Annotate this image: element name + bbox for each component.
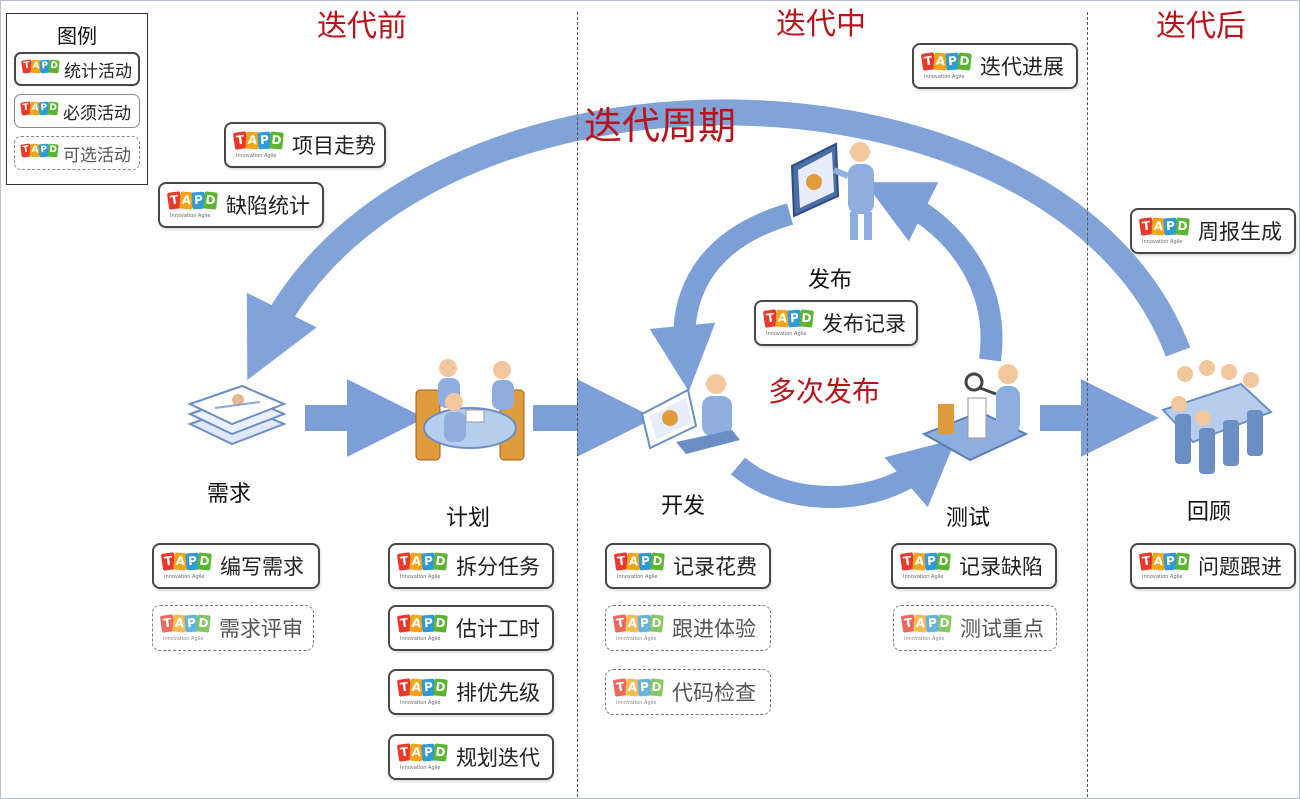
stage-test: 测试 [946, 506, 991, 531]
test-to-release-arrow [864, 182, 1003, 362]
legend-label: 统计活动 [64, 61, 132, 82]
retrospective-meeting-icon [1161, 360, 1273, 474]
stage-develop: 开发 [661, 494, 706, 519]
stage-requirements: 需求 [207, 482, 252, 507]
activity-label: 缺陷统计 [226, 194, 310, 218]
legend-label: 必须活动 [63, 103, 131, 124]
phase-before-title: 迭代前 [317, 9, 407, 44]
activity-label: 记录缺陷 [959, 555, 1043, 579]
activity-label: 发布记录 [822, 312, 906, 336]
developer-at-computer-icon [640, 374, 740, 454]
tester-with-magnifier-icon [921, 364, 1029, 462]
divider-right [1087, 12, 1088, 797]
stage-review: 回顾 [1187, 500, 1232, 525]
planning-meeting-icon [415, 359, 525, 461]
presenter-release-icon [790, 142, 874, 240]
release-to-develop-arrow [649, 203, 794, 392]
activity-label: 排优先级 [456, 681, 540, 705]
develop-to-test-arrow [730, 439, 956, 509]
activity-label: 跟进体验 [672, 617, 756, 641]
legend-label: 可选活动 [63, 145, 131, 166]
iteration-arc-arrow [246, 99, 1191, 380]
activity-label: 编写需求 [220, 555, 304, 579]
activity-label: 代码检查 [672, 681, 756, 705]
activity-label: 需求评审 [219, 617, 303, 641]
stage-plan: 计划 [446, 506, 491, 531]
divider-left [577, 12, 578, 797]
activity-label: 项目走势 [292, 134, 376, 158]
legend-title: 图例 [57, 24, 97, 48]
requirements-documents-icon [187, 384, 287, 446]
activity-label: 估计工时 [456, 617, 540, 641]
iteration-cycle-title: 迭代周期 [584, 104, 737, 148]
activity-label: 记录花费 [673, 555, 757, 579]
activity-label: 测试重点 [960, 617, 1044, 641]
activity-label: 迭代进展 [980, 55, 1064, 79]
phase-during-title: 迭代中 [776, 7, 866, 42]
activity-label: 周报生成 [1198, 220, 1282, 244]
activity-label: 问题跟进 [1198, 555, 1282, 579]
stage-release: 发布 [808, 268, 853, 293]
phase-after-title: 迭代后 [1156, 9, 1246, 44]
activity-label: 规划迭代 [456, 746, 540, 770]
activity-label: 拆分任务 [456, 555, 540, 579]
multiple-release-label: 多次发布 [768, 375, 881, 408]
